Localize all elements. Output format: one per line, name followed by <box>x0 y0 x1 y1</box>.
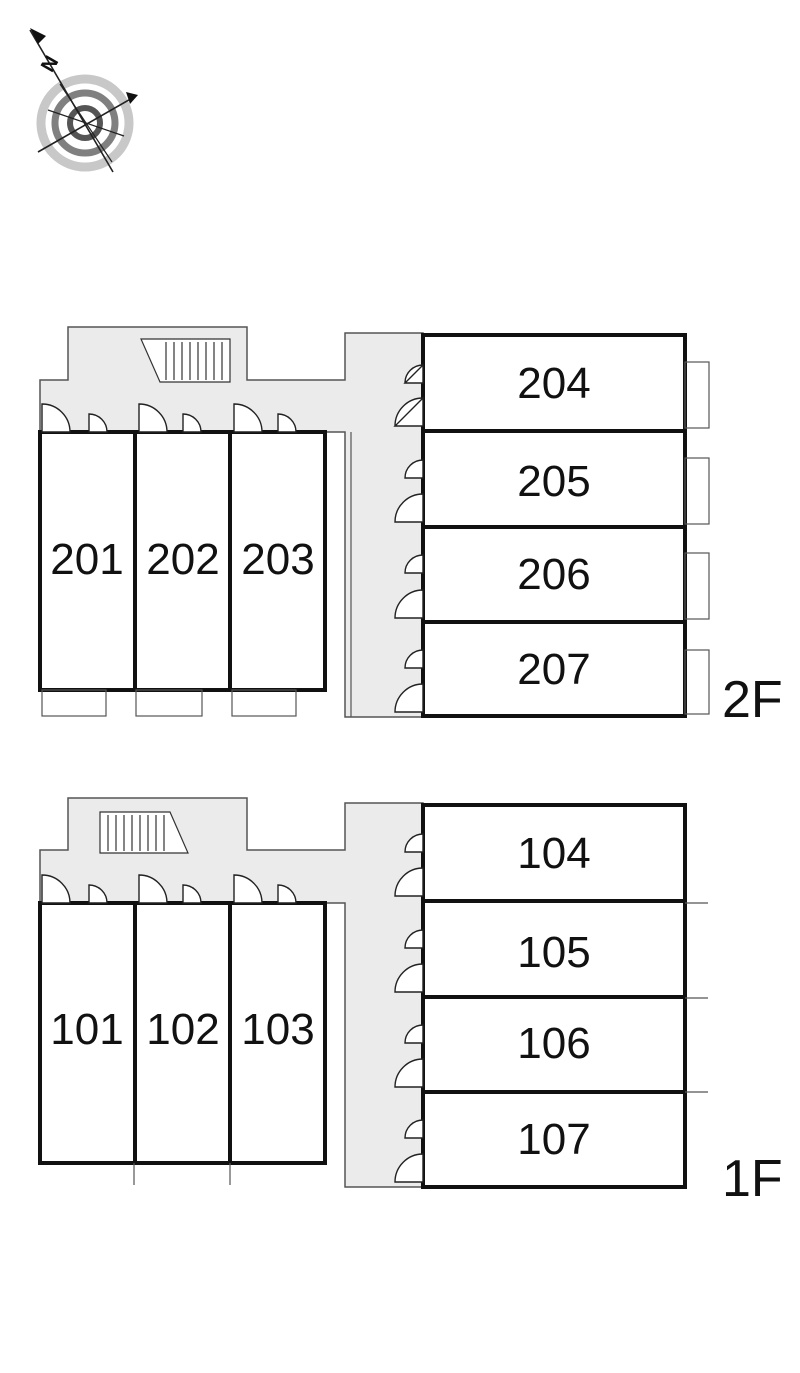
room-label: 102 <box>146 1005 219 1054</box>
room-label: 106 <box>517 1019 590 1068</box>
floor-1f: 101 102 103 104 105 106 107 1F <box>38 797 783 1208</box>
unit-102 <box>133 901 232 1165</box>
unit-106 <box>421 995 687 1094</box>
north-label: N <box>37 52 63 76</box>
room-label: 205 <box>517 457 590 506</box>
room-label: 103 <box>241 1005 314 1054</box>
unit-206 <box>421 525 687 624</box>
compass-rose-icon: N <box>29 28 138 173</box>
unit-205 <box>421 429 687 529</box>
room-label: 107 <box>517 1115 590 1164</box>
room-label: 202 <box>146 535 219 584</box>
room-label: 207 <box>517 645 590 694</box>
room-label: 201 <box>50 535 123 584</box>
room-label: 206 <box>517 550 590 599</box>
room-label: 203 <box>241 535 314 584</box>
stairs-1f <box>99 811 189 854</box>
room-label: 105 <box>517 928 590 977</box>
room-label: 204 <box>517 359 590 408</box>
floor-label-2f: 2F <box>722 671 783 729</box>
stairs-2f <box>140 338 231 383</box>
unit-107 <box>421 1090 687 1189</box>
room-label: 101 <box>50 1005 123 1054</box>
unit-104 <box>421 803 687 903</box>
unit-203 <box>228 430 327 692</box>
floor-label-1f: 1F <box>722 1150 783 1208</box>
unit-103 <box>228 901 327 1165</box>
floor-2f: 201 202 203 204 205 206 207 2F <box>38 326 783 729</box>
room-label: 104 <box>517 829 590 878</box>
